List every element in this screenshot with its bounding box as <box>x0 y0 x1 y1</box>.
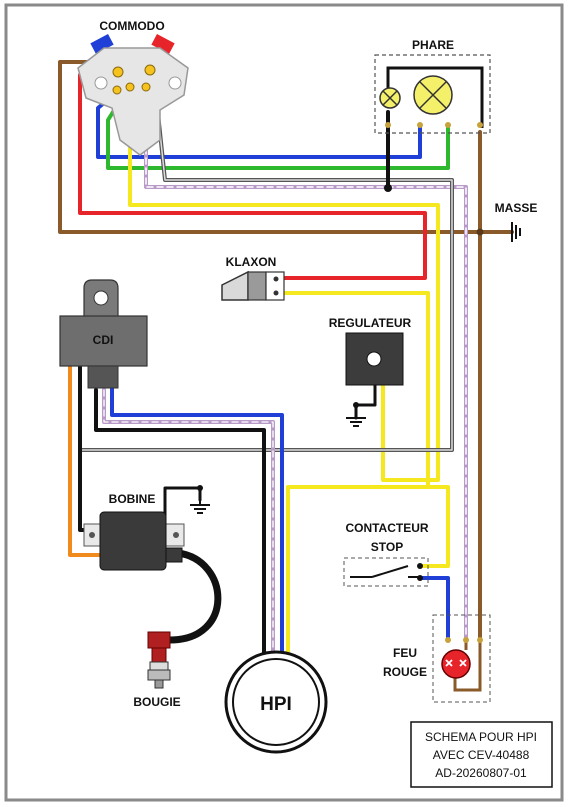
masse-junction-dot <box>476 228 484 236</box>
bobine-body <box>99 511 167 571</box>
wire-black-hpi <box>94 388 266 664</box>
commodo-red-tab <box>151 34 175 54</box>
commodo-terminal-1 <box>112 66 124 78</box>
klaxon-horn <box>221 270 285 301</box>
bobine-coil <box>83 485 210 571</box>
title-box-line3: AD-20260807-01 <box>435 766 527 780</box>
contacteur-stop-switch <box>343 557 429 587</box>
commodo-label: COMMODO <box>99 19 164 33</box>
phare-terminal-3 <box>445 122 451 128</box>
wire-yellow-hpi <box>286 485 398 664</box>
regulateur-label: REGULATEUR <box>329 316 412 330</box>
masse-ground-symbol <box>476 222 521 242</box>
commodo-terminal-5 <box>141 82 151 92</box>
phare-headlight <box>374 54 491 192</box>
wire-blue-stop <box>418 576 450 642</box>
title-box-line1: SCHEMA POUR HPI <box>425 730 537 744</box>
klaxon-label: KLAXON <box>226 255 277 269</box>
contacteur-label-line2: STOP <box>371 540 403 554</box>
klaxon-connector <box>265 271 285 301</box>
wire-violet-hpi-stripe <box>103 389 274 663</box>
hpi-stator <box>224 650 328 754</box>
commodo-blue-tab <box>90 34 114 54</box>
hpi-label: HPI <box>260 694 292 715</box>
phare-terminal-4 <box>477 122 483 128</box>
bougie-label: BOUGIE <box>133 695 180 709</box>
feu-rouge-taillight <box>432 614 491 703</box>
bougie-cap <box>147 631 171 649</box>
wire-black-bobine-ground <box>163 486 202 530</box>
cdi-body <box>59 315 148 367</box>
contacteur-dashed-box <box>343 557 429 587</box>
title-box-frame <box>410 721 553 788</box>
feu-dashed-box <box>432 614 491 703</box>
feu-label-line2: ROUGE <box>383 665 427 679</box>
wire-black-regulator-ground <box>354 376 377 420</box>
phare-internal-wire <box>386 66 484 128</box>
phare-main-cross <box>419 81 447 109</box>
cdi-module <box>59 279 148 389</box>
feu-bulb <box>441 649 471 679</box>
commodo-terminal-4 <box>125 82 135 92</box>
phare-label: PHARE <box>412 38 454 52</box>
bobine-ht-output <box>165 547 183 563</box>
wire-yellow-main <box>128 88 440 482</box>
feu-label-line1: FEU <box>393 646 417 660</box>
wire-yellow-klaxon <box>283 291 430 487</box>
phare-terminal-1 <box>385 122 391 128</box>
wire-orange-bobine <box>68 363 102 557</box>
bougie-spark-plug <box>147 631 171 689</box>
regulateur-module <box>345 332 404 427</box>
wire-ht-lead <box>166 549 222 644</box>
title-box <box>410 721 553 788</box>
phare-terminal-2 <box>417 122 423 128</box>
cdi-mount-hole <box>93 290 109 306</box>
phare-veilleuse-cross <box>382 90 398 106</box>
cdi-connector <box>87 365 119 389</box>
bobine-label: BOBINE <box>109 492 156 506</box>
regulateur-hole <box>366 351 382 367</box>
title-box-line2: AVEC CEV-40488 <box>433 748 530 762</box>
masse-label: MASSE <box>495 201 538 215</box>
phare-dashed-box <box>374 54 491 134</box>
wire-yellow-stop <box>394 485 450 568</box>
commodo-switch <box>77 34 189 156</box>
cdi-label: CDI <box>93 333 114 347</box>
wire-blue-hpi <box>110 383 284 664</box>
commodo-mount-right <box>168 76 182 90</box>
phare-junction-dot <box>384 184 392 192</box>
klaxon-neck <box>247 271 267 301</box>
commodo-terminal-2 <box>144 64 156 76</box>
wire-brown-masse <box>58 60 514 234</box>
contacteur-label-line1: CONTACTEUR <box>345 521 428 535</box>
hpi-inner-ring <box>232 658 320 746</box>
commodo-terminal-3 <box>112 85 122 95</box>
commodo-mount-left <box>94 76 108 90</box>
commodo-body <box>77 47 189 156</box>
